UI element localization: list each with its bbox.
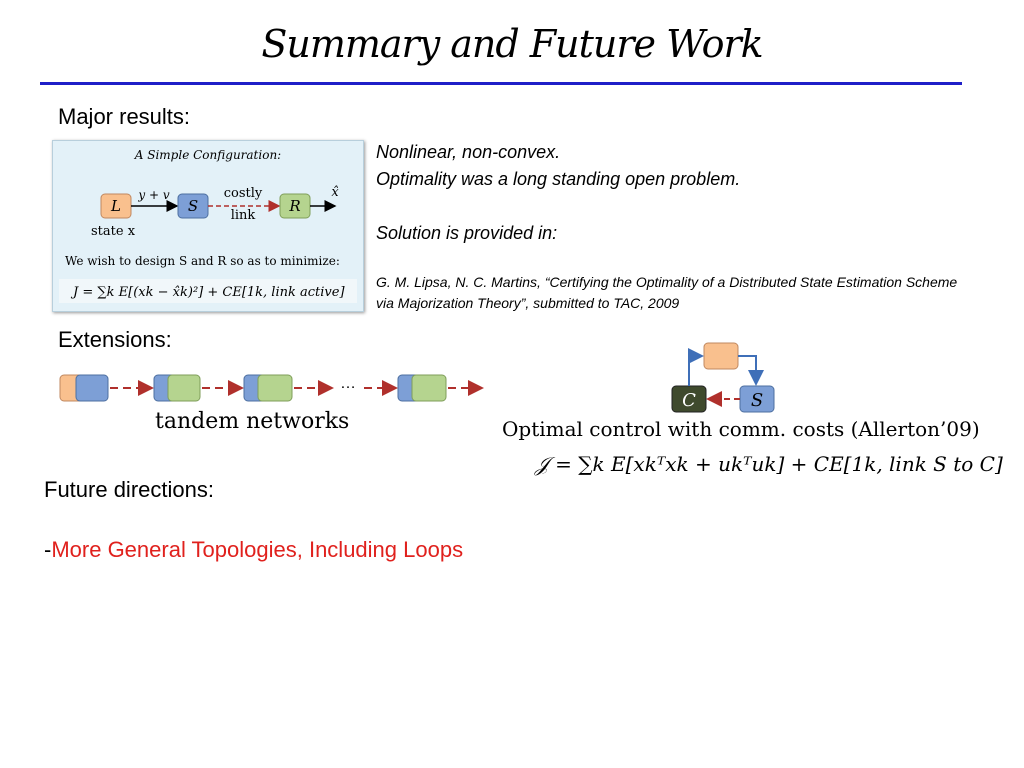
page-title: Summary and Future Work bbox=[261, 22, 763, 66]
future-directions-heading: Future directions: bbox=[44, 477, 214, 502]
configuration-diagram: A Simple Configuration: L y + v S costly… bbox=[59, 148, 357, 303]
tandem-stage-n-green bbox=[411, 374, 447, 402]
output-label: x̂ bbox=[331, 185, 339, 200]
link-label-costly: costly bbox=[224, 186, 263, 201]
tandem-networks-label: tandem networks bbox=[155, 409, 350, 434]
formula-box bbox=[59, 279, 357, 303]
loop-block-c-label: C bbox=[682, 390, 696, 411]
optimal-control-formula: 𝒥 = ∑k E[xkᵀxk + ukᵀuk] + CE[1k, link S … bbox=[535, 452, 1003, 476]
block-l-label: L bbox=[110, 197, 121, 215]
control-loop-diagram: S C bbox=[671, 342, 775, 413]
state-label: state x bbox=[91, 224, 136, 239]
results-text: Nonlinear, non-convex. Optimality was a … bbox=[376, 139, 740, 247]
future-item-text: More General Topologies, Including Loops bbox=[51, 537, 464, 562]
optimal-control-caption: Optimal control with comm. costs (Allert… bbox=[502, 417, 980, 441]
loop-block-s-label: S bbox=[751, 390, 763, 411]
tandem-network-diagram: … bbox=[59, 374, 484, 402]
results-line-open-problem: Optimality was a long standing open prob… bbox=[376, 169, 741, 189]
title-rule bbox=[40, 82, 962, 85]
future-direction-item: -More General Topologies, Including Loop… bbox=[44, 537, 463, 563]
config-header: A Simple Configuration: bbox=[134, 148, 281, 162]
tandem-stage-3-green bbox=[257, 374, 293, 402]
citation: G. M. Lipsa, N. C. Martins, “Certifying … bbox=[376, 274, 958, 311]
tandem-stage-1-blue bbox=[75, 374, 109, 402]
results-line-nonlinear: Nonlinear, non-convex. bbox=[376, 142, 561, 162]
signal-label: y + v bbox=[137, 188, 169, 202]
extensions-heading: Extensions: bbox=[58, 327, 172, 352]
loop-arrow-plant-to-s bbox=[738, 355, 764, 386]
block-s-label: S bbox=[188, 197, 198, 215]
simple-configuration-figure: A Simple Configuration: L y + v S costly… bbox=[52, 140, 364, 312]
design-text: We wish to design S and R so as to minim… bbox=[65, 254, 340, 268]
major-results-heading: Major results: bbox=[58, 104, 191, 129]
link-label-link: link bbox=[231, 208, 256, 223]
tandem-stage-2-green bbox=[167, 374, 201, 402]
loop-plant-block bbox=[703, 342, 739, 370]
block-r-label: R bbox=[288, 197, 300, 215]
results-line-solution: Solution is provided in: bbox=[376, 223, 558, 243]
loop-arrow-c-to-plant bbox=[688, 348, 704, 386]
cost-formula: J = ∑k E[(xk − x̂k)²] + CE[1k, link acti… bbox=[70, 285, 345, 300]
tandem-ellipsis: … bbox=[340, 375, 356, 392]
future-item-dash: - bbox=[44, 537, 52, 562]
